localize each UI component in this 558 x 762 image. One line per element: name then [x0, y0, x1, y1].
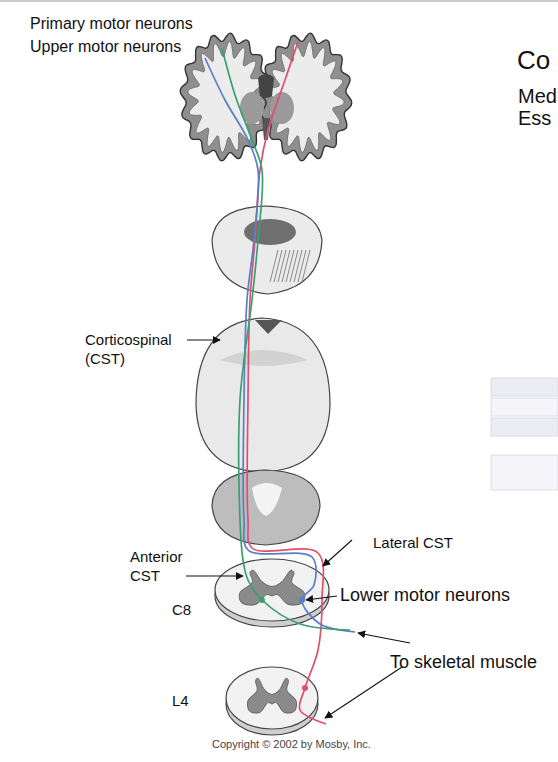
gray-matter [247, 678, 296, 713]
motor-neuron [302, 685, 308, 691]
leader-arrow [358, 633, 410, 643]
heading-fragment: Med [518, 84, 557, 109]
neuron-label: Upper motor neurons [30, 37, 181, 57]
pons-section [196, 318, 330, 472]
brain-cortex [180, 33, 271, 161]
peduncle-fiber [290, 250, 298, 282]
leader-arrow [186, 575, 243, 576]
tract-label: Lateral CST [373, 534, 453, 553]
tract-label: Anterior CST [130, 548, 198, 586]
panel-fragment [491, 398, 558, 416]
heading-fragment: Ess [518, 106, 551, 131]
panel-fragment [491, 378, 558, 396]
ventricle [258, 74, 274, 98]
top-rule [0, 0, 558, 2]
tract-line [222, 48, 350, 630]
tract-label: Corticospinal (CST) [85, 331, 185, 369]
target-label: To skeletal muscle [390, 651, 537, 674]
peduncle-fiber [278, 250, 286, 282]
peduncle-fiber [286, 250, 294, 282]
level-label: L4 [172, 692, 189, 711]
leader-arrow [187, 339, 220, 340]
thalamus [270, 92, 294, 124]
brain-white-matter [188, 42, 264, 152]
motor-neuron [299, 597, 305, 603]
leader-arrow [306, 596, 337, 600]
copyright-note: Copyright © 2002 by Mosby, Inc. [212, 738, 371, 752]
peduncle-fiber [274, 250, 282, 282]
tract-line [247, 42, 326, 724]
peduncle-fiber [294, 250, 302, 282]
tegmentum [244, 219, 296, 245]
leader-arrow [325, 667, 402, 718]
medulla-nucleus [252, 483, 282, 516]
panel-fragment [491, 455, 558, 490]
neuron-label: Lower motor neurons [340, 584, 510, 607]
peduncle-fiber [298, 250, 306, 282]
brain-cortex [260, 33, 351, 161]
neuron-label: Primary motor neurons [30, 14, 193, 34]
fourth-ventricle [255, 320, 282, 334]
panel-fragment [491, 418, 558, 436]
gray-matter [239, 570, 305, 605]
tract-line [205, 58, 355, 632]
pons-tegmentum [220, 350, 308, 366]
peduncle-fiber [302, 250, 310, 282]
level-label: C8 [172, 601, 191, 620]
medulla-section [212, 470, 320, 545]
cord-section [226, 667, 318, 729]
page-title: Co [517, 44, 550, 77]
peduncle-fiber [270, 250, 278, 282]
leader-arrow [323, 540, 352, 566]
midbrain-section [212, 206, 322, 294]
cord-section [215, 559, 329, 621]
peduncle-fiber [282, 250, 290, 282]
motor-neuron [259, 597, 265, 603]
